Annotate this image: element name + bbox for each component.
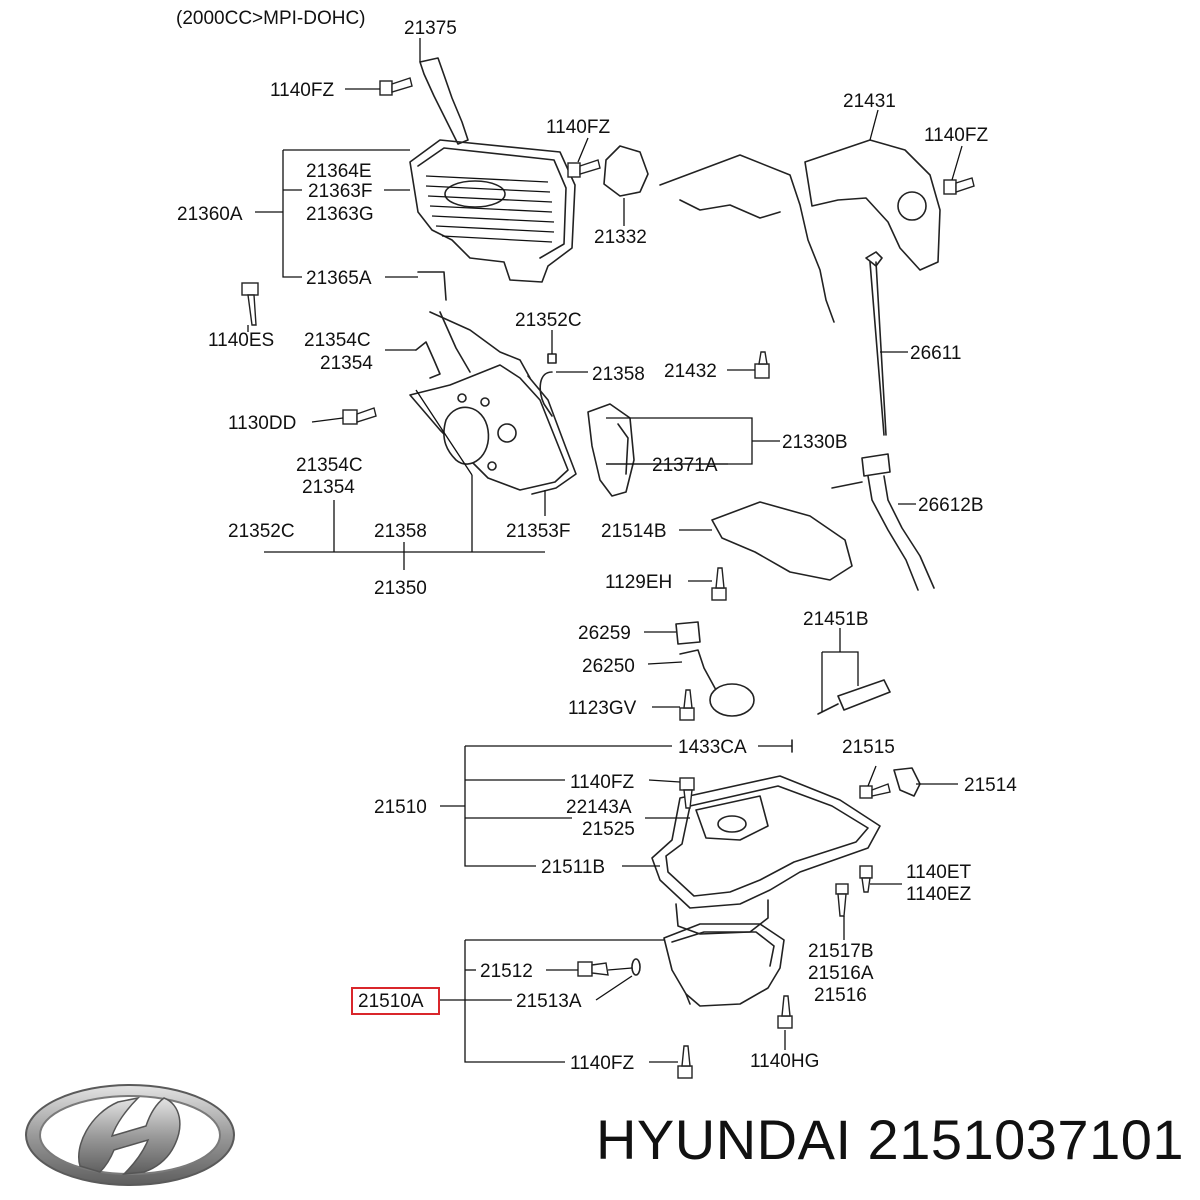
label-21363G: 21363G <box>306 204 374 225</box>
part-21358-seal <box>539 371 553 417</box>
part-21375-bracket <box>419 57 469 145</box>
engine-block-detail <box>679 199 781 219</box>
label-21516A: 21516A <box>808 963 874 984</box>
part-21515-bolt <box>859 783 891 799</box>
part-21432-bolt <box>754 351 770 379</box>
label-21513A: 21513A <box>516 991 582 1012</box>
label-1140ES: 1140ES <box>208 330 274 351</box>
label-21352C: 21352C <box>228 521 295 542</box>
part-21353F-gasket <box>527 375 577 495</box>
part-1140HG-bolt <box>777 995 793 1029</box>
label-1140FZ: 1140FZ <box>924 125 988 146</box>
part-26611-dipstick <box>865 251 887 436</box>
highlight-frame-21510A <box>351 987 440 1015</box>
label-21332: 21332 <box>594 227 647 248</box>
part-1140FZ-bolt <box>679 777 695 809</box>
label-21363F: 21363F <box>308 181 372 202</box>
label-21364E: 21364E <box>306 161 372 182</box>
label-21432: 21432 <box>664 361 717 382</box>
label-21514: 21514 <box>964 775 1017 796</box>
part-1140FZ-bolt <box>677 1045 693 1079</box>
label-1140HG: 1140HG <box>750 1051 819 1072</box>
part-1130DD-bolt <box>342 407 377 425</box>
part-26250-pickup <box>679 649 755 717</box>
label-21353F: 21353F <box>506 521 570 542</box>
label-26259: 26259 <box>578 623 631 644</box>
label-21354C: 21354C <box>296 455 363 476</box>
part-21513A-washer <box>631 958 641 976</box>
part-21365A-clip <box>417 271 447 301</box>
hyundai-logo-icon <box>25 1084 235 1186</box>
label-21510A: 21510A <box>358 991 424 1012</box>
label-1123GV: 1123GV <box>568 698 637 719</box>
variant-header: (2000CC>MPI-DOHC) <box>176 8 366 29</box>
part-1123GV-bolt <box>679 689 695 721</box>
part-21512-drain-plug <box>577 961 609 977</box>
label-21515: 21515 <box>842 737 895 758</box>
label-26612B: 26612B <box>918 495 984 516</box>
part-26259-gasket <box>675 621 701 645</box>
engine-block-outline <box>659 154 835 323</box>
label-21511B: 21511B <box>541 857 605 878</box>
label-1140FZ: 1140FZ <box>270 80 334 101</box>
label-21516: 21516 <box>814 985 867 1006</box>
part-21514B-baffle <box>711 501 853 581</box>
part-21330B-bracket <box>587 403 635 497</box>
label-21375: 21375 <box>404 18 457 39</box>
label-21354: 21354 <box>302 477 355 498</box>
label-21517B: 21517B <box>808 941 874 962</box>
label-21354C: 21354C <box>304 330 371 351</box>
label-26611: 26611 <box>910 343 961 364</box>
label-21358: 21358 <box>592 364 645 385</box>
part-26612B-tube <box>831 453 935 591</box>
label-21451B: 21451B <box>803 609 869 630</box>
label-21350: 21350 <box>374 578 427 599</box>
label-21510: 21510 <box>374 797 427 818</box>
part-21510-upper-oil-pan <box>651 775 881 935</box>
label-21360A: 21360A <box>177 204 243 225</box>
label-21514B: 21514B <box>601 521 667 542</box>
label-21525: 21525 <box>582 819 635 840</box>
part-21517B-bolt <box>835 883 849 917</box>
label-21512: 21512 <box>480 961 533 982</box>
label-1140FZ: 1140FZ <box>570 772 634 793</box>
label-21354: 21354 <box>320 353 373 374</box>
label-1140FZ: 1140FZ <box>570 1053 634 1074</box>
cover-ribs <box>425 175 555 243</box>
part-1140ET-bolt <box>859 865 873 893</box>
part-number-caption: HYUNDAI 2151037101 <box>595 1108 1184 1171</box>
part-21431-plate <box>804 139 941 271</box>
part-21350-lower-cover <box>409 311 569 491</box>
part-1140FZ-bolt <box>567 159 601 178</box>
part-1140FZ-bolt <box>379 77 413 96</box>
label-1130DD: 1130DD <box>228 413 296 434</box>
part-1129EH-bolt <box>711 567 727 601</box>
label-21431: 21431 <box>843 91 896 112</box>
label-1433CA: 1433CA <box>678 737 747 758</box>
label-21352C: 21352C <box>515 310 582 331</box>
part-21451B-sealant <box>817 679 891 715</box>
part-upper-timing-cover <box>409 139 576 283</box>
leader-lines <box>247 38 963 1063</box>
label-21365A: 21365A <box>306 268 372 289</box>
part-21332-plate <box>603 145 649 197</box>
label-21358: 21358 <box>374 521 427 542</box>
label-1129EH: 1129EH <box>605 572 672 593</box>
label-1140ET: 1140ET <box>906 862 972 883</box>
label-1140EZ: 1140EZ <box>906 884 972 905</box>
part-21352C-cap <box>547 353 557 364</box>
part-21514-bracket <box>893 767 921 797</box>
part-21354C-clip <box>415 341 441 379</box>
label-21330B: 21330B <box>782 432 848 453</box>
part-1140FZ-bolt <box>943 177 975 195</box>
label-21371A: 21371A <box>652 455 718 476</box>
label-22143A: 22143A <box>566 797 632 818</box>
part-21510A-lower-oil-pan <box>663 923 785 1007</box>
label-1140FZ: 1140FZ <box>546 117 610 138</box>
label-26250: 26250 <box>582 656 635 677</box>
part-1140ES-bolt <box>241 282 259 326</box>
